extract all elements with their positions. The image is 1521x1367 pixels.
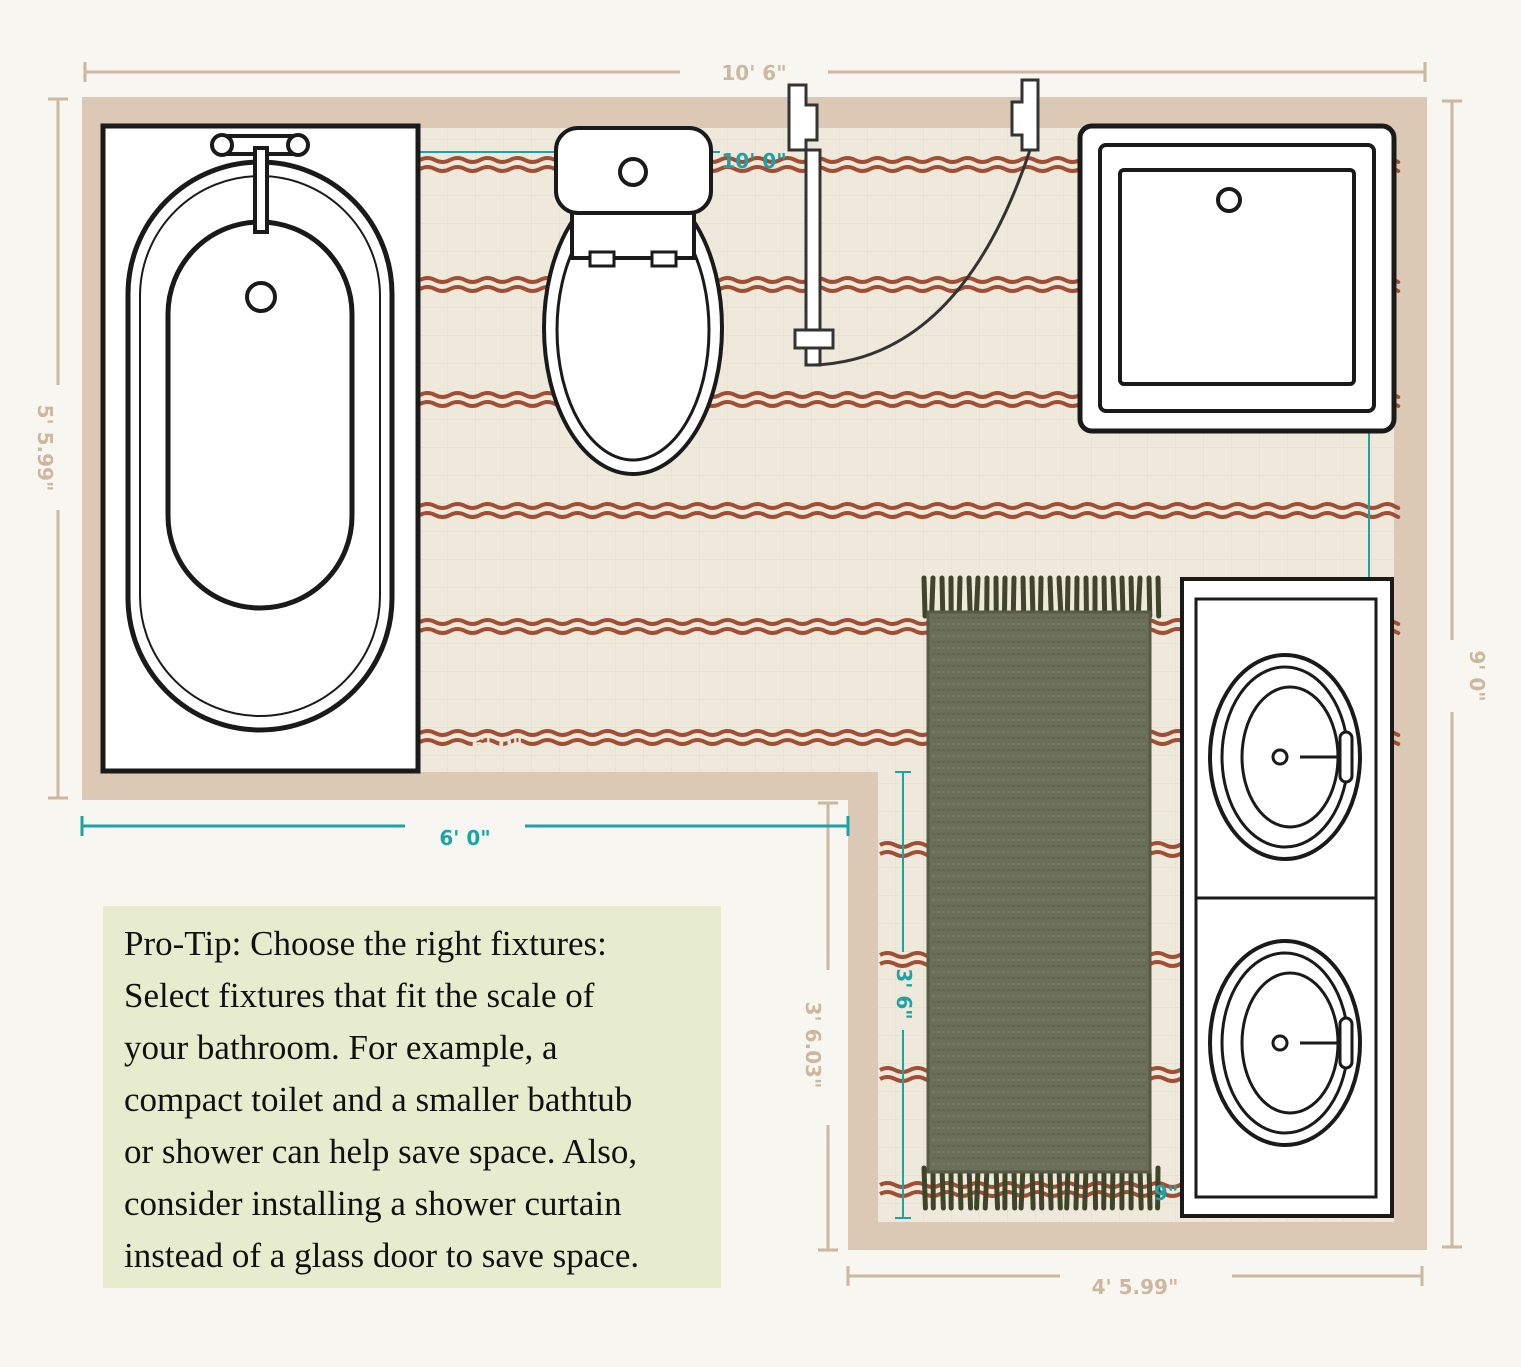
dim-top-inner: 10' 0" xyxy=(721,149,786,173)
dim-left-outer: 5' 5.99" xyxy=(33,405,57,492)
rug-fringe-strand xyxy=(924,578,925,616)
rug-fringe-strand xyxy=(1085,1168,1086,1208)
dim-lower-left-wall: 3' 6.03" xyxy=(801,1002,825,1089)
rug-fringe-strand xyxy=(1013,578,1014,616)
sink-icon xyxy=(1210,655,1360,859)
dim-bottom-right: 4' 5.99" xyxy=(1092,1275,1179,1299)
rug-fringe-strand xyxy=(1131,578,1132,616)
rug-fringe-strand xyxy=(1050,578,1051,616)
dim-lower-inner: 3' 6" xyxy=(892,968,916,1019)
pro-tip-box: Pro-Tip: Choose the right fixtures: Sele… xyxy=(103,906,721,1288)
rug-fringe-strand xyxy=(1076,1168,1077,1208)
rug-fringe-strand xyxy=(1149,578,1150,616)
shower-tray-icon xyxy=(1080,126,1394,431)
pro-tip-text: Pro-Tip: Choose the right fixtures: Sele… xyxy=(124,918,707,1282)
toilet-icon xyxy=(544,128,722,474)
rug-fringe-strand xyxy=(1023,578,1024,616)
rug-fringe-strand xyxy=(1112,1168,1113,1208)
rug-fringe-strand xyxy=(976,578,978,616)
rug-fringe-strand xyxy=(1032,578,1033,616)
dim-inner-left-floor: 6' 0" xyxy=(471,733,522,757)
dim-bottom-left: 6' 0" xyxy=(439,826,490,850)
rug-fringe-strand xyxy=(1113,578,1115,616)
rug-fringe-strand xyxy=(1158,578,1159,616)
rug-fringe-strand xyxy=(1067,578,1068,616)
rug-fringe-strand xyxy=(1059,578,1061,616)
rug-fringe-strand xyxy=(969,578,970,616)
rug-fringe-strand xyxy=(959,578,960,616)
rug-fringe-strand xyxy=(1014,1168,1015,1208)
rug-fringe-strand xyxy=(924,1168,925,1208)
rug-fringe-strand xyxy=(996,1168,998,1208)
rug-fringe-strand xyxy=(985,1168,987,1208)
rug-icon xyxy=(924,578,1159,1208)
bathtub-icon xyxy=(103,126,418,771)
rug-fringe-strand xyxy=(1059,1168,1060,1208)
rug-fringe-strand xyxy=(977,1168,978,1208)
rug-fringe-strand xyxy=(942,578,943,616)
rug-fringe-strand xyxy=(1021,1168,1023,1208)
rug-fringe-strand xyxy=(932,578,933,616)
rug-fringe-strand xyxy=(1040,578,1041,616)
rug-fringe-strand xyxy=(1086,578,1087,616)
rug-fringe-strand xyxy=(1004,578,1005,616)
rug-fringe-strand xyxy=(1149,1168,1150,1208)
rug-fringe-strand xyxy=(1140,1168,1141,1208)
rug-fringe-strand xyxy=(969,1168,971,1208)
rug-fringe-strand xyxy=(960,1168,961,1208)
rug-fringe-strand xyxy=(1050,1168,1051,1208)
rug-fringe-strand xyxy=(1104,578,1105,616)
rug-fringe-strand xyxy=(1095,1168,1096,1208)
rug-fringe-strand xyxy=(942,1168,943,1208)
rug-fringe-strand xyxy=(1138,578,1140,616)
dim-top-outer: 10' 6" xyxy=(721,61,786,85)
dim-right-outer: 9' 0" xyxy=(1465,650,1489,701)
rug-fringe-strand xyxy=(1067,1168,1068,1208)
rug-fringe-strand xyxy=(1122,578,1123,616)
sink-icon xyxy=(1210,941,1360,1145)
rug-fringe-strand xyxy=(1032,1168,1033,1208)
double-vanity-icon xyxy=(1182,579,1392,1216)
dim-vanity-partial: 9" xyxy=(1154,1181,1178,1205)
rug-fringe-strand xyxy=(1041,1168,1042,1208)
